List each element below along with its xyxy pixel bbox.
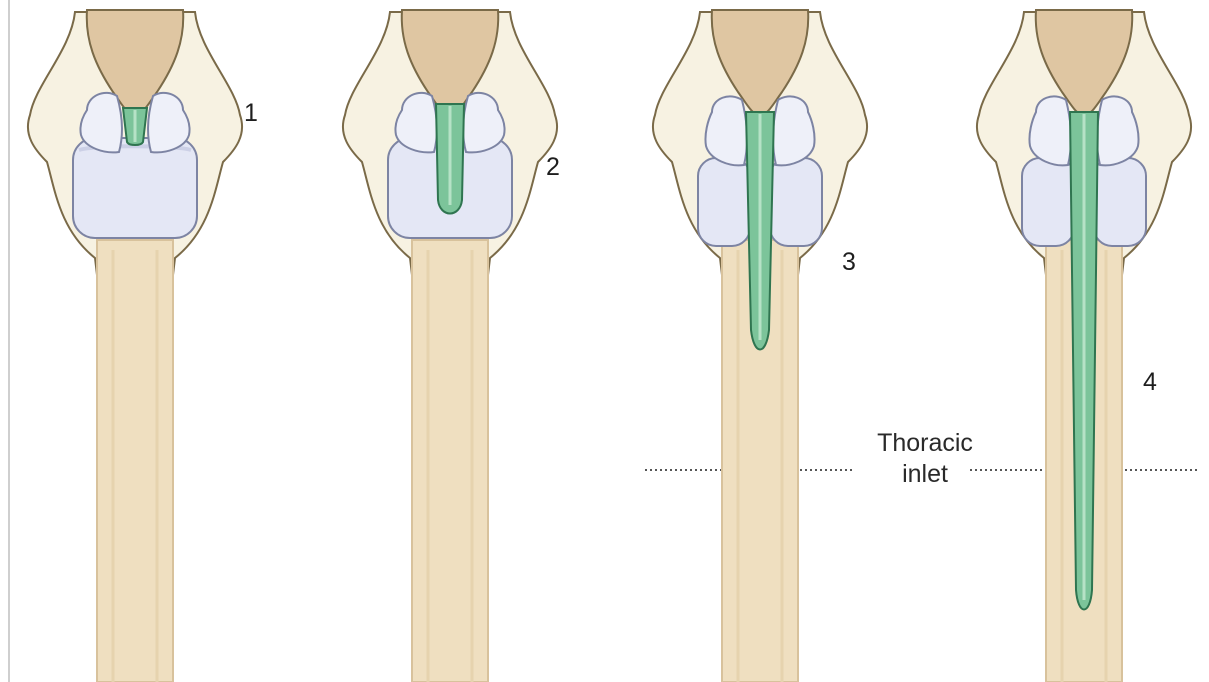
stage-4-label: 4 bbox=[1143, 370, 1157, 395]
cricoid-cartilage bbox=[73, 138, 197, 238]
stage-2-larynx bbox=[343, 10, 557, 682]
stage-3-label: 3 bbox=[842, 250, 856, 275]
stage-4-larynx bbox=[977, 10, 1191, 682]
cricoid-left-half bbox=[698, 158, 750, 246]
stage-1-larynx bbox=[28, 10, 242, 682]
trachea bbox=[97, 240, 173, 682]
trachea bbox=[412, 240, 488, 682]
stage-3-larynx bbox=[653, 10, 867, 682]
cricoid-left-half bbox=[1022, 158, 1074, 246]
stage-1-label: 1 bbox=[244, 101, 258, 126]
stage-2-label: 2 bbox=[546, 155, 560, 180]
cricoid-right-half bbox=[1094, 158, 1146, 246]
thoracic-inlet-line2: inlet bbox=[850, 459, 1000, 490]
thoracic-inlet-label: Thoracic inlet bbox=[850, 428, 1000, 489]
cricoid-right-half bbox=[770, 158, 822, 246]
thoracic-inlet-line1: Thoracic bbox=[850, 428, 1000, 459]
